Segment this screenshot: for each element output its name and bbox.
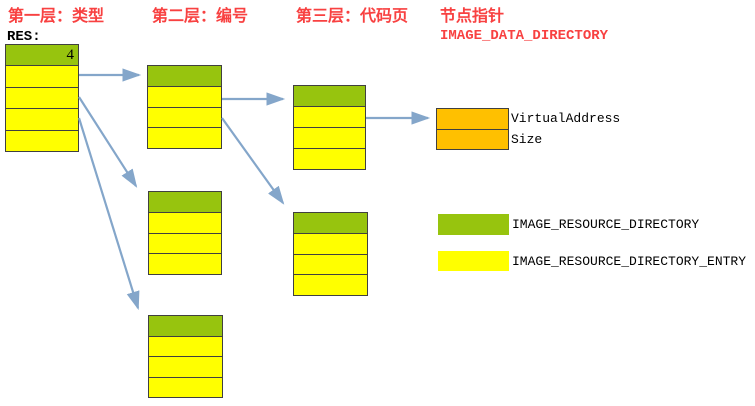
image-resource-directory-entry-row <box>6 87 78 109</box>
layer1-heading: 第一层：类型 <box>8 8 105 25</box>
image-resource-directory-entry-row <box>149 377 222 397</box>
image-resource-directory-entry-row <box>294 107 365 128</box>
image-resource-directory-entry-row <box>149 357 222 378</box>
image-resource-directory-entry-row <box>294 275 367 296</box>
virtual-address-label: VirtualAddress <box>511 111 621 126</box>
layer3-heading: 第三层：代码页 <box>296 8 409 25</box>
image-resource-directory-entry-row <box>149 337 222 358</box>
arrow-root-entry3-to-name3 <box>77 117 140 311</box>
size-label: Size <box>511 132 543 147</box>
node-pointer-heading: 节点指针 <box>440 8 505 25</box>
image-resource-directory-entry-row <box>294 128 365 149</box>
image-resource-directory-entry-row <box>6 66 78 88</box>
image-resource-directory-entry-row <box>148 128 221 149</box>
size-cell <box>437 129 508 149</box>
image-resource-directory-entry-row <box>148 107 221 129</box>
res-caption: RES: <box>7 29 41 45</box>
legend-label-directory: IMAGE_RESOURCE_DIRECTORY <box>512 217 700 232</box>
codepage-directory-table-1 <box>293 85 366 170</box>
name-directory-table-1 <box>147 65 222 149</box>
image-resource-directory-entry-row <box>149 233 221 255</box>
image-data-directory-heading: IMAGE_DATA_DIRECTORY <box>440 28 609 44</box>
image-resource-directory-entry-row <box>294 234 367 255</box>
image-resource-directory-header: 4 <box>6 45 78 66</box>
image-resource-directory-header <box>294 86 365 107</box>
image-data-directory-box <box>436 108 509 150</box>
image-resource-directory-header <box>149 316 222 337</box>
image-resource-directory-entry-row <box>294 254 367 276</box>
name-directory-table-2 <box>148 191 222 275</box>
image-resource-directory-entry-row <box>294 149 365 169</box>
image-resource-directory-entry-row <box>149 254 221 275</box>
legend-label-entry: IMAGE_RESOURCE_DIRECTORY_ENTRY <box>512 254 747 269</box>
image-resource-directory-entry-row <box>6 130 78 151</box>
image-resource-directory-header <box>149 192 221 213</box>
arrow-name1-entry2-to-codepage2 <box>221 117 285 205</box>
virtual-address-cell <box>437 109 508 130</box>
arrow-root-entry2-to-name2 <box>78 96 138 188</box>
image-resource-directory-header <box>148 66 221 87</box>
legend-swatch-entry <box>438 251 509 271</box>
image-resource-directory-header <box>294 213 367 234</box>
name-directory-table-3 <box>148 315 223 398</box>
image-resource-directory-entry-row <box>149 213 221 234</box>
layer2-heading: 第二层：编号 <box>152 8 249 25</box>
type-directory-table: 4 <box>5 44 79 152</box>
image-resource-directory-entry-row <box>6 109 78 131</box>
legend-swatch-directory <box>438 214 509 235</box>
codepage-directory-table-2 <box>293 212 368 296</box>
image-resource-directory-entry-row <box>148 87 221 108</box>
